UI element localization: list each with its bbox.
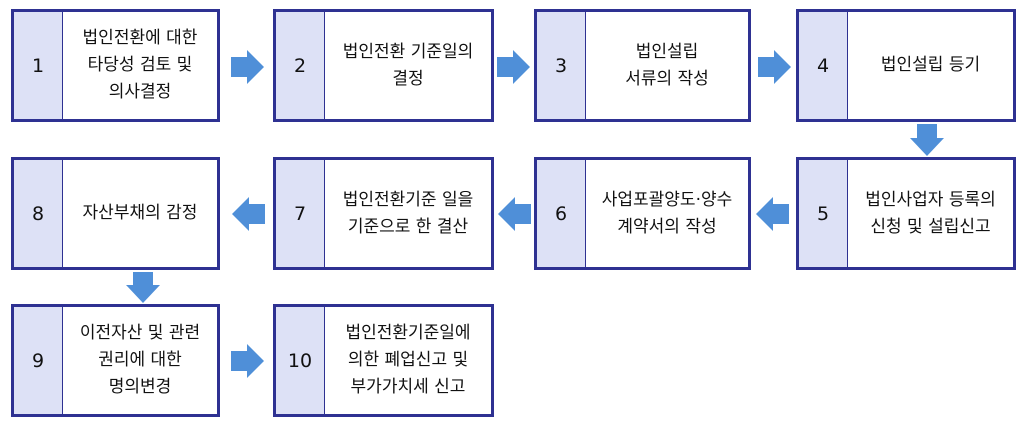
step-number: 4: [799, 12, 848, 119]
step-label: 법인전환 기준일의 결정: [342, 41, 474, 89]
arrow-right-icon: [231, 50, 264, 84]
step-number: 3: [537, 12, 586, 119]
arrow-left-icon: [756, 197, 789, 231]
step-number: 10: [276, 307, 325, 414]
step-label: 사업포괄양도·양수 계약서의 작성: [601, 189, 733, 237]
step-number: 6: [537, 160, 586, 267]
step-label: 자산부채의 감정: [82, 203, 198, 223]
step-number: 2: [276, 12, 325, 119]
step-number: 7: [276, 160, 325, 267]
step-label: 이전자산 및 관련 권리에 대한 명의변경: [79, 323, 201, 397]
arrow-right-icon: [497, 50, 530, 84]
step-4: 4 법인설립 등기: [796, 9, 1016, 122]
step-number: 8: [14, 160, 63, 267]
step-number: 9: [14, 307, 63, 414]
step-label: 법인설립 등기: [880, 55, 981, 75]
step-label: 법인전환에 대한 타당성 검토 및 의사결정: [82, 28, 198, 102]
step-1: 1 법인전환에 대한 타당성 검토 및 의사결정: [11, 9, 220, 122]
arrow-down-icon: [126, 272, 160, 303]
step-10: 10 법인전환기준일에 의한 폐업신고 및 부가가치세 신고: [273, 304, 494, 417]
step-label: 법인전환기준일에 의한 폐업신고 및 부가가치세 신고: [345, 323, 471, 397]
arrow-left-icon: [498, 197, 531, 231]
step-5: 5 법인사업자 등록의 신청 및 설립신고: [796, 157, 1016, 270]
step-label: 법인설립 서류의 작성: [625, 41, 709, 89]
arrow-right-icon: [758, 50, 791, 84]
step-3: 3 법인설립 서류의 작성: [534, 9, 751, 122]
step-label: 법인사업자 등록의 신청 및 설립신고: [865, 189, 996, 237]
step-8: 8 자산부채의 감정: [11, 157, 220, 270]
arrow-right-icon: [231, 344, 264, 378]
step-9: 9 이전자산 및 관련 권리에 대한 명의변경: [11, 304, 220, 417]
step-number: 5: [799, 160, 848, 267]
arrow-down-icon: [910, 124, 944, 156]
step-6: 6 사업포괄양도·양수 계약서의 작성: [534, 157, 751, 270]
step-label: 법인전환기준 일을 기준으로 한 결산: [342, 189, 474, 237]
step-2: 2 법인전환 기준일의 결정: [273, 9, 494, 122]
step-number: 1: [14, 12, 63, 119]
step-7: 7 법인전환기준 일을 기준으로 한 결산: [273, 157, 494, 270]
arrow-left-icon: [232, 197, 265, 231]
